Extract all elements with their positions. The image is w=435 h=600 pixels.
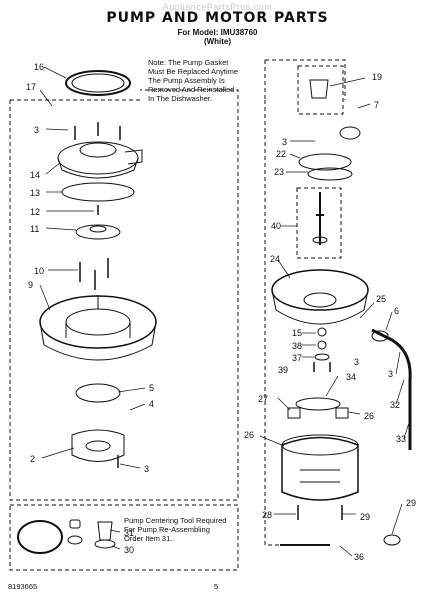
spacer-disc-part <box>298 153 352 171</box>
callout-label: 3 <box>282 137 287 147</box>
valve-part <box>309 79 329 99</box>
tool-ring-part <box>17 520 63 554</box>
callout-label: 23 <box>274 167 284 177</box>
coupling-part <box>295 397 341 411</box>
callout-label: 40 <box>271 221 281 231</box>
callout-label: 2 <box>30 454 35 464</box>
callout-label: 28 <box>262 510 272 520</box>
callout-label: 38 <box>292 341 302 351</box>
callout-label: 16 <box>34 62 44 72</box>
shaft-part <box>316 192 324 245</box>
callout-label: 22 <box>276 149 286 159</box>
callout-label: 10 <box>34 266 44 276</box>
callout-label: 5 <box>149 383 154 393</box>
pump-housing-part <box>57 141 139 175</box>
callout-label: 11 <box>30 224 39 234</box>
callout-label: 25 <box>376 294 386 304</box>
callout-label: 31 <box>124 528 134 538</box>
callout-label: 14 <box>30 170 40 180</box>
callout-label: 13 <box>30 188 40 198</box>
gasket-note: Note: The Pump Gasket Must Be Replaced A… <box>148 58 239 103</box>
callout-label: 36 <box>354 552 364 562</box>
callout-label: 29 <box>360 512 370 522</box>
callout-label: 27 <box>258 394 268 404</box>
callout-label: 17 <box>26 82 36 92</box>
page-title: PUMP AND MOTOR PARTS <box>106 10 329 26</box>
screw-parts <box>74 122 121 468</box>
centering-tool-part <box>97 521 113 541</box>
callout-label: 3 <box>354 357 359 367</box>
callout-labels: 1617314131211109542331301973222340242561… <box>26 62 416 562</box>
callout-label: 12 <box>30 207 40 217</box>
callout-label: 30 <box>124 545 134 555</box>
callout-label: 15 <box>292 328 302 338</box>
motor-part <box>281 436 359 501</box>
callout-label: 6 <box>394 306 399 316</box>
callout-label: 26 <box>364 411 374 421</box>
doc-number: 8193665 <box>8 582 38 591</box>
hose-part <box>371 328 412 450</box>
callout-label: 32 <box>390 400 400 410</box>
callout-label: 3 <box>34 125 39 135</box>
filter-part <box>75 383 121 403</box>
callout-label: 39 <box>278 365 288 375</box>
callout-label: 7 <box>374 100 379 110</box>
lower-housing-part <box>71 429 125 462</box>
callout-label: 19 <box>372 72 382 82</box>
callout-label: 4 <box>149 399 154 409</box>
seal-part <box>339 126 361 140</box>
callout-label: 37 <box>292 353 302 363</box>
watermark: AppliancePartsPros.com <box>162 2 273 12</box>
color-line: (White) <box>203 37 232 46</box>
motor-bracket-part <box>271 269 369 311</box>
left-assembly-boundary <box>9 59 346 571</box>
tool-note: Pump Centering Tool Required For Pump Re… <box>124 516 227 543</box>
page-number: 5 <box>214 582 219 591</box>
gasket-ring-part <box>65 70 131 96</box>
callout-label: 26 <box>244 430 254 440</box>
callout-label: 24 <box>270 254 280 264</box>
callout-label: 34 <box>346 372 356 382</box>
callout-label: 33 <box>396 434 406 444</box>
callout-label: 29 <box>406 498 416 508</box>
model-line: For Model: IMU38760 <box>177 28 258 37</box>
callout-label: 3 <box>144 464 149 474</box>
callout-label: 9 <box>28 280 33 290</box>
right-assembly-boundary <box>264 65 344 546</box>
impeller-part <box>75 224 121 240</box>
callout-label: 3 <box>388 369 393 379</box>
